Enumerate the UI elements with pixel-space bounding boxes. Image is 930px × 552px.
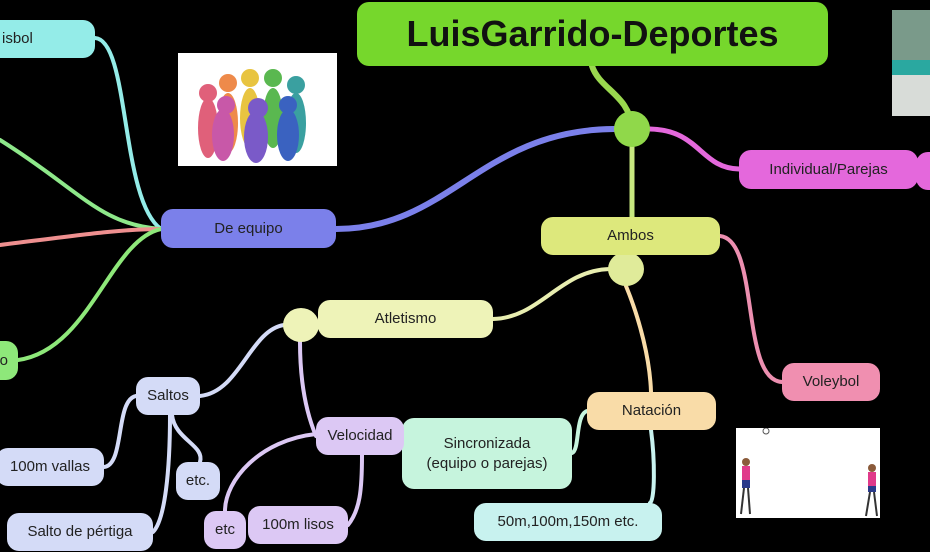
sincronizada-sublabel: (equipo o parejas) (426, 454, 548, 472)
node-natacion[interactable]: Natación (587, 392, 716, 430)
sincronizada-label: Sincronizada (443, 435, 531, 452)
volleyball-players-icon (740, 428, 878, 517)
team-huddle-image (178, 53, 337, 166)
hub-circle[interactable] (614, 111, 650, 147)
node-de-equipo[interactable]: De equipo (161, 209, 336, 248)
node-beisbol[interactable]: isbol (0, 20, 95, 58)
volleyball-image (736, 428, 880, 518)
node-individual-parejas[interactable]: Individual/Parejas (739, 150, 918, 189)
tennis-court-image (892, 10, 930, 116)
node-left-partial[interactable]: o (0, 341, 18, 380)
node-ambos[interactable]: Ambos (541, 217, 720, 255)
page-title[interactable]: LuisGarrido-Deportes (357, 2, 828, 66)
node-100m-lisos[interactable]: 100m lisos (248, 506, 348, 544)
node-velocidad[interactable]: Velocidad (316, 417, 404, 455)
ambos-hub-circle[interactable] (608, 252, 644, 286)
node-atletismo[interactable]: Atletismo (318, 300, 493, 338)
atletismo-hub-circle[interactable] (283, 308, 319, 342)
node-partial-right[interactable] (916, 152, 930, 190)
node-saltos[interactable]: Saltos (136, 377, 200, 415)
node-voleybol[interactable]: Voleybol (782, 363, 880, 401)
node-distancias[interactable]: 50m,100m,150m etc. (474, 503, 662, 541)
team-figures-icon (198, 69, 306, 163)
node-etc-velocidad[interactable]: etc (204, 511, 246, 549)
node-sincronizada[interactable]: Sincronizada (equipo o parejas) (402, 418, 572, 489)
node-100m-vallas[interactable]: 100m vallas (0, 448, 104, 486)
node-etc-saltos[interactable]: etc. (176, 462, 220, 500)
node-salto-pertiga[interactable]: Salto de pértiga (7, 513, 153, 551)
